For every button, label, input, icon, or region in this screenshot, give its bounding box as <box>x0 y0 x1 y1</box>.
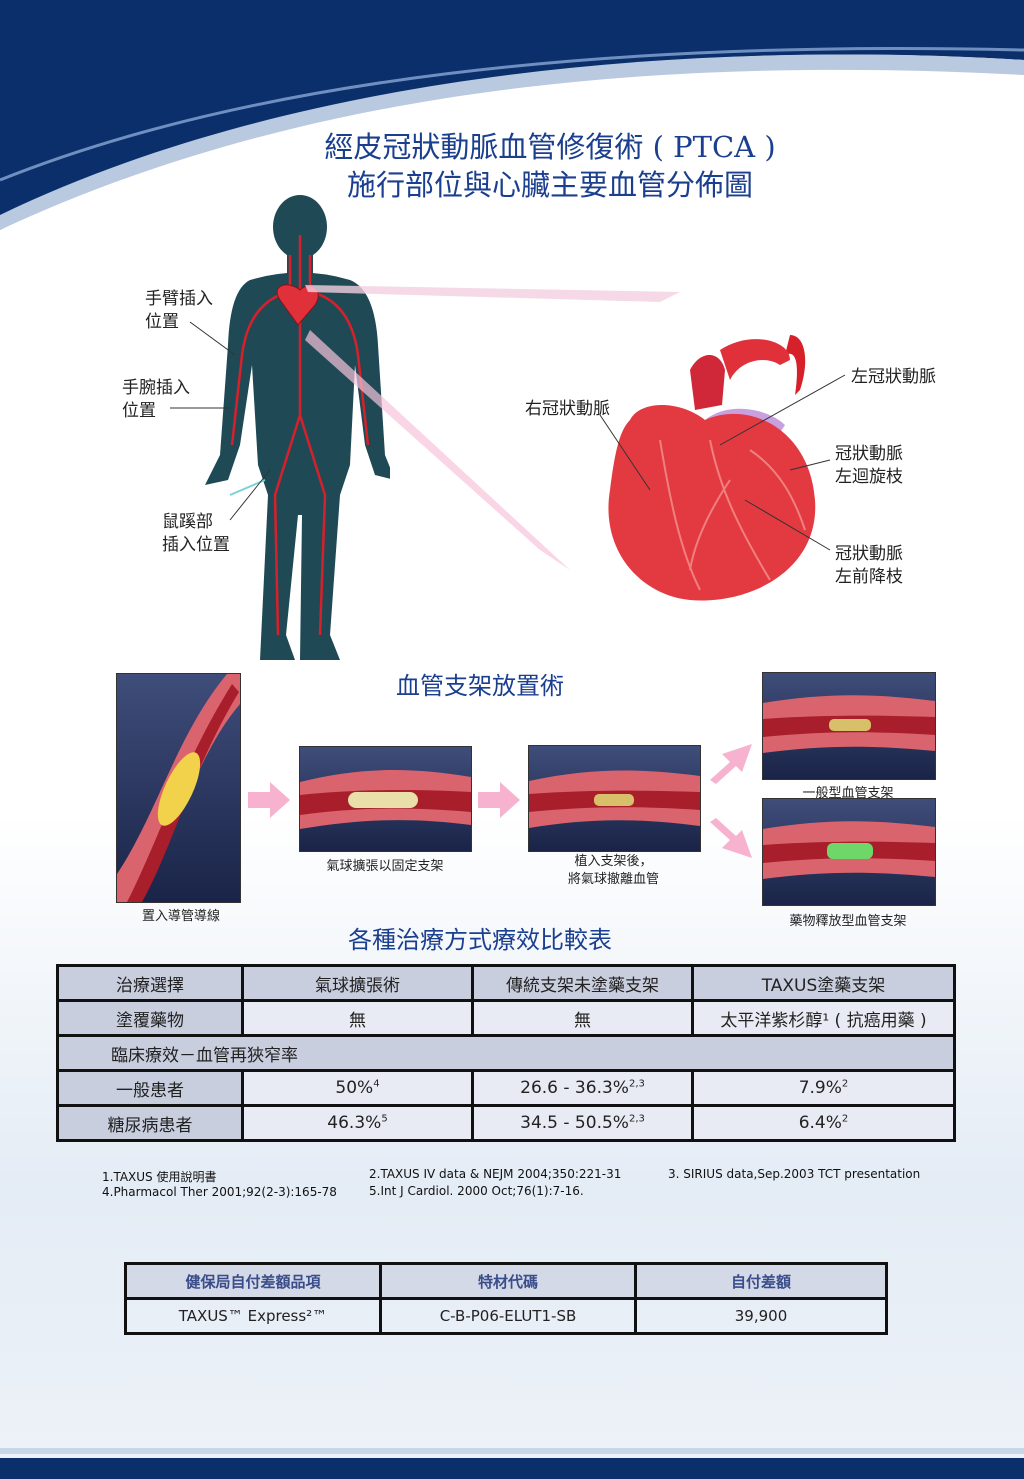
reference-1: 1.TAXUS 使用說明書 <box>102 1170 217 1184</box>
label-groin-insertion: 鼠蹊部 插入位置 <box>162 511 230 557</box>
table-cell: 39,900 <box>634 1297 888 1335</box>
table-header-cell: 特材代碼 <box>379 1262 637 1300</box>
label-wrist-line1: 手腕插入 <box>122 378 190 398</box>
zoom-rays <box>305 285 680 570</box>
label-lad-line2: 左前降枝 <box>835 567 903 587</box>
table-row: 臨床療效－血管再狹窄率 <box>56 1034 956 1072</box>
caption-drug-stent: 藥物釋放型血管支架 <box>789 914 907 929</box>
table-header-cell: 傳統支架未塗藥支架 <box>471 964 694 1002</box>
table-cell: 無 <box>241 999 474 1037</box>
table-row: 糖尿病患者 46.3%5 34.5 - 50.5%2,3 6.4%2 <box>56 1104 956 1142</box>
caption-after-line1: 植入支架後， <box>574 854 653 869</box>
label-arm-insertion: 手臂插入 位置 <box>145 288 213 334</box>
balloon-photo <box>299 746 472 852</box>
table-header-cell: 氣球擴張術 <box>241 964 474 1002</box>
label-groin-line1: 鼠蹊部 <box>162 512 213 532</box>
label-arm-line2: 位置 <box>145 312 179 332</box>
value: 26.6 - 36.3% <box>520 1078 629 1098</box>
table-cell: 一般患者 <box>56 1069 244 1107</box>
comparison-table: 治療選擇 氣球擴張術 傳統支架未塗藥支架 TAXUS塗藥支架 塗覆藥物 無 無 … <box>56 964 956 1142</box>
label-circumflex-line1: 冠狀動脈 <box>835 444 903 464</box>
label-circumflex: 冠狀動脈 左迴旋枝 <box>835 443 903 489</box>
label-right-coronary: 右冠狀動脈 <box>525 399 610 419</box>
table-row: 治療選擇 氣球擴張術 傳統支架未塗藥支架 TAXUS塗藥支架 <box>56 964 956 1002</box>
caption-after-implant: 植入支架後， 將氣球撤離血管 <box>528 853 699 889</box>
table-section-cell: 臨床療效－血管再狹窄率 <box>56 1034 956 1072</box>
value: 46.3% <box>327 1113 382 1133</box>
table-cell: 糖尿病患者 <box>56 1104 244 1142</box>
heart-label-leader-lines <box>599 374 846 551</box>
table-cell: 7.9%2 <box>691 1069 956 1107</box>
catheter-photo <box>116 673 241 903</box>
header-banner <box>0 0 1024 230</box>
table-cell: 無 <box>471 999 694 1037</box>
comparison-title: 各種治療方式療效比較表 <box>348 926 612 954</box>
caption-catheter: 置入導管導線 <box>141 909 220 924</box>
cost-table: 健保局自付差額品項 特材代碼 自付差額 TAXUS™ Express²™ C-B… <box>124 1262 888 1335</box>
value: 6.4% <box>798 1113 842 1133</box>
table-header-cell: TAXUS塗藥支架 <box>691 964 956 1002</box>
stent-section-title: 血管支架放置術 <box>396 672 564 700</box>
table-cell: 26.6 - 36.3%2,3 <box>471 1069 694 1107</box>
label-left-coronary: 左冠狀動脈 <box>851 367 936 387</box>
bare-stent-photo <box>762 672 936 780</box>
footnote: 2,3 <box>628 1113 645 1125</box>
label-circumflex-line2: 左迴旋枝 <box>835 467 903 487</box>
table-cell: 34.5 - 50.5%2,3 <box>471 1104 694 1142</box>
reference-5: 5.Int J Cardiol. 2000 Oct;76(1):7-16. <box>369 1184 584 1198</box>
label-groin-line2: 插入位置 <box>162 535 230 555</box>
caption-balloon: 氣球擴張以固定支架 <box>326 859 444 874</box>
arrow-icon <box>248 782 290 818</box>
table-cell: 塗覆藥物 <box>56 999 244 1037</box>
page-title: 經皮冠狀動脈血管修復術 ( PTCA ) 施行部位與心臟主要血管分佈圖 <box>250 128 850 204</box>
label-lad-line1: 冠狀動脈 <box>835 544 903 564</box>
heart-illustration <box>608 335 816 601</box>
after-implant-photo <box>528 745 701 852</box>
footnote: 4 <box>373 1078 380 1090</box>
table-header-cell: 健保局自付差額品項 <box>124 1262 382 1300</box>
table-cell: C-B-P06-ELUT1-SB <box>379 1297 637 1335</box>
body-label-leader-lines <box>170 321 271 521</box>
footnote: 2 <box>841 1113 849 1125</box>
title-line-2: 施行部位與心臟主要血管分佈圖 <box>346 168 753 202</box>
table-header-cell: 自付差額 <box>634 1262 888 1300</box>
table-row: 健保局自付差額品項 特材代碼 自付差額 <box>124 1262 888 1300</box>
footnote: 2,3 <box>628 1078 645 1090</box>
reference-2: 2.TAXUS IV data & NEJM 2004;350:221-31 <box>369 1167 622 1181</box>
footnote: 2 <box>841 1078 849 1090</box>
table-cell: 46.3%5 <box>241 1104 474 1142</box>
caption-bare-stent: 一般型血管支架 <box>802 786 894 801</box>
footnote: 5 <box>381 1113 388 1125</box>
table-row: 一般患者 50%4 26.6 - 36.3%2,3 7.9%2 <box>56 1069 956 1107</box>
reference-4: 4.Pharmacol Ther 2001;92(2-3):165-78 <box>102 1185 337 1199</box>
footer-bar <box>0 1458 1024 1479</box>
table-header-cell: 治療選擇 <box>56 964 244 1002</box>
arrow-icon <box>478 782 520 818</box>
label-lad: 冠狀動脈 左前降枝 <box>835 543 903 589</box>
label-wrist-insertion: 手腕插入 位置 <box>122 377 190 423</box>
table-cell: 6.4%2 <box>691 1104 956 1142</box>
value: 34.5 - 50.5% <box>520 1113 629 1133</box>
table-row: TAXUS™ Express²™ C-B-P06-ELUT1-SB 39,900 <box>124 1297 888 1335</box>
label-arm-line1: 手臂插入 <box>145 289 213 309</box>
title-line-1: 經皮冠狀動脈血管修復術 ( PTCA ) <box>324 130 776 164</box>
caption-after-line2: 將氣球撤離血管 <box>567 872 659 887</box>
table-cell: 50%4 <box>241 1069 474 1107</box>
table-row: 塗覆藥物 無 無 太平洋紫杉醇¹ ( 抗癌用藥 ) <box>56 999 956 1037</box>
drug-stent-photo <box>762 798 936 906</box>
table-cell: TAXUS™ Express²™ <box>124 1297 382 1335</box>
reference-3: 3. SIRIUS data,Sep.2003 TCT presentation <box>668 1167 921 1181</box>
arrow-icon <box>710 744 752 784</box>
table-cell: 太平洋紫杉醇¹ ( 抗癌用藥 ) <box>691 999 956 1037</box>
value: 50% <box>335 1078 374 1098</box>
value: 7.9% <box>798 1078 842 1098</box>
arrow-icon <box>710 818 752 858</box>
label-wrist-line2: 位置 <box>122 401 156 421</box>
footer-line <box>0 1448 1024 1454</box>
